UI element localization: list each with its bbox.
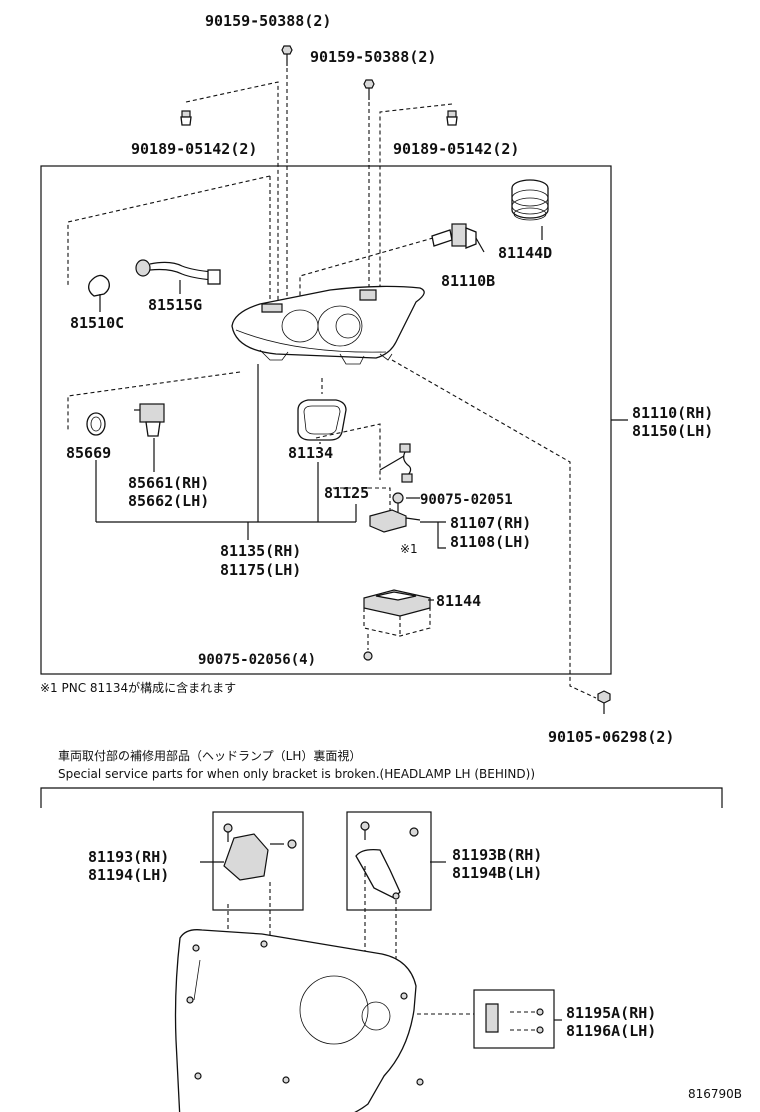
leveling-motor-85661	[134, 403, 165, 437]
grommet-90189-b	[446, 110, 458, 126]
footnote: ※1 PNC 81134が構成に含まれます	[40, 680, 236, 695]
label-81144d: 81144D	[498, 244, 552, 262]
label-81135-rh: 81135(RH)	[220, 542, 301, 560]
bracket-81193	[223, 823, 297, 950]
bolt-90159-a	[281, 45, 293, 66]
section-frame	[40, 787, 723, 808]
section-title-en: Special service parts for when only brac…	[58, 767, 535, 781]
label-90159-b: 90159-50388(2)	[310, 48, 436, 66]
bolt-90159-b	[363, 79, 375, 100]
label-90159-a: 90159-50388(2)	[205, 12, 331, 30]
figure-id: 816790B	[688, 1087, 742, 1101]
ballast-81144	[363, 589, 431, 637]
label-85661-rh: 85661(RH)	[128, 474, 209, 492]
leader-90189-a	[185, 81, 279, 300]
label-81196a-lh: 81196A(LH)	[566, 1022, 656, 1040]
label-81193b-rh: 81193B(RH)	[452, 846, 542, 864]
leader-81510c	[67, 175, 271, 286]
bracket-81193b	[355, 821, 419, 990]
label-90189-a: 90189-05142(2)	[131, 140, 257, 158]
label-81194-lh: 81194(LH)	[88, 866, 169, 884]
label-90075-02051: 90075-02051	[420, 492, 513, 508]
label-mark1: ※1	[400, 542, 418, 556]
leader-81110b	[299, 235, 441, 300]
box-81195a	[473, 989, 555, 1049]
label-81125: 81125	[324, 484, 369, 502]
bracket-81195a	[485, 1003, 544, 1034]
label-81107-rh: 81107(RH)	[450, 514, 531, 532]
label-81194b-lh: 81194B(LH)	[452, 864, 542, 882]
label-81144: 81144	[436, 592, 481, 610]
screw-90075-02056	[363, 651, 373, 661]
label-90105: 90105-06298(2)	[548, 728, 674, 746]
wire-81125	[399, 443, 413, 483]
bolt-90105	[597, 690, 611, 714]
label-85662-lh: 85662(LH)	[128, 492, 209, 510]
bulb-81510c	[88, 274, 110, 297]
label-81195a-rh: 81195A(RH)	[566, 1004, 656, 1022]
socket-wire-81515g	[135, 259, 221, 285]
label-85669: 85669	[66, 444, 111, 462]
label-81110-rh: 81110(RH)	[632, 404, 713, 422]
label-81193-rh: 81193(RH)	[88, 848, 169, 866]
leader-90189-b	[379, 103, 453, 300]
label-90075-02056: 90075-02056(4)	[198, 652, 316, 668]
label-81515g: 81515G	[148, 296, 202, 314]
label-81510c: 81510C	[70, 314, 124, 332]
bulb-81110b	[431, 223, 485, 253]
grommet-90189-a	[180, 110, 192, 126]
control-unit-81107	[369, 509, 421, 533]
label-81110b: 81110B	[441, 272, 495, 290]
label-81150-lh: 81150(LH)	[632, 422, 713, 440]
section-title-jp: 車両取付部の補修用部品（ヘッドランプ（LH）裏面視）	[58, 748, 361, 763]
leader-90105	[391, 359, 597, 699]
gasket-81134	[297, 399, 347, 441]
bracket-81135	[95, 364, 357, 540]
label-81108-lh: 81108(LH)	[450, 533, 531, 551]
label-90189-b: 90189-05142(2)	[393, 140, 519, 158]
screw-90075-02051	[392, 492, 404, 512]
headlamp-housing	[231, 285, 425, 365]
label-81175-lh: 81175(LH)	[220, 561, 301, 579]
box-81193b	[346, 811, 432, 911]
o-ring-85669	[86, 412, 106, 436]
dust-cap-81144d	[511, 179, 549, 221]
label-81134: 81134	[288, 444, 333, 462]
box-81193	[212, 811, 304, 911]
headlamp-rear-housing	[174, 929, 424, 1112]
